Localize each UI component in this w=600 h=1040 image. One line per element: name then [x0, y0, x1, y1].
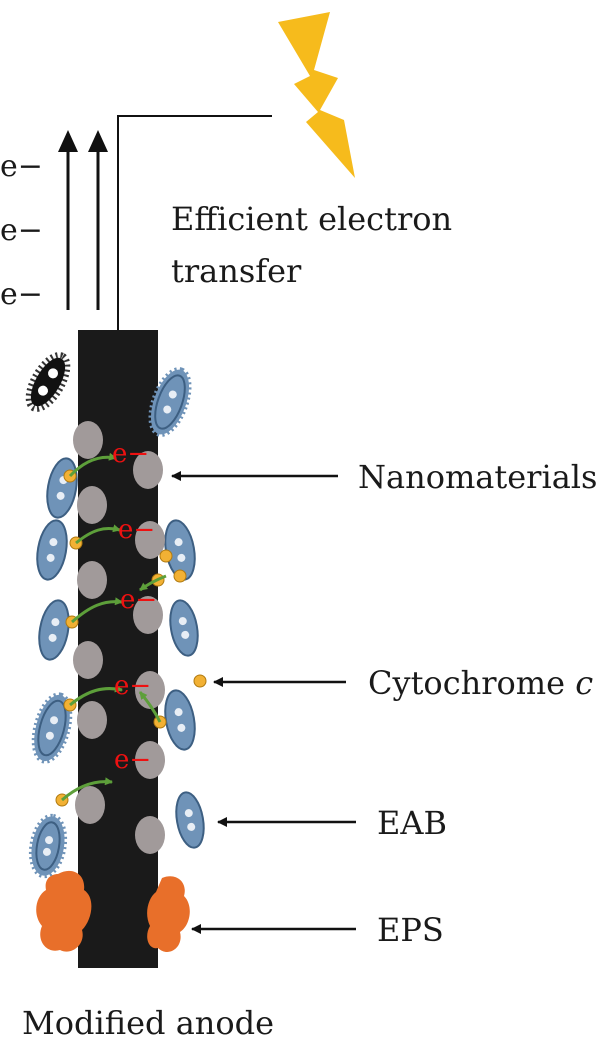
electron-label-2: e−	[0, 213, 43, 248]
nanoparticle-icon	[77, 561, 107, 599]
nanoparticles	[73, 421, 165, 854]
cytochrome-icon	[173, 569, 187, 583]
label-eab: EAB	[377, 804, 447, 842]
surface-electron: e−	[114, 745, 151, 775]
electron-label-1: e−	[0, 149, 43, 184]
bacteria-layer	[25, 352, 205, 879]
cytochrome-icon	[159, 549, 173, 563]
bacterium-icon	[169, 599, 199, 657]
label-cytochrome: Cytochrome c	[368, 664, 593, 702]
bacterium-icon	[28, 813, 68, 879]
electron-flow-arrows	[58, 130, 108, 310]
eps-icon	[36, 870, 190, 953]
label-pointers	[171, 471, 356, 934]
surface-electron: e−	[118, 515, 155, 545]
nanoparticle-icon	[77, 701, 107, 739]
nanoparticle-icon	[77, 486, 107, 524]
electron-label-3: e−	[0, 277, 43, 312]
nanoparticle-icon	[73, 641, 103, 679]
nanoparticle-icon	[135, 521, 165, 559]
nanoparticle-icon	[75, 786, 105, 824]
surface-electron: e−	[112, 439, 149, 469]
caption-modified-anode: Modified anode	[22, 1004, 274, 1040]
bacterium-icon	[175, 791, 205, 849]
surface-electrons: e− e− e− e− e−	[112, 439, 157, 775]
label-nanomaterials: Nanomaterials	[358, 458, 597, 496]
bacterium-icon	[36, 519, 68, 581]
lightning-icon	[278, 12, 355, 178]
nanoparticle-icon	[135, 741, 165, 779]
bacterium-icon	[38, 599, 70, 661]
nanoparticle-icon	[133, 451, 163, 489]
transfer-arrows	[61, 452, 167, 802]
bacterium-icon	[31, 692, 73, 764]
nanoparticle-icon	[133, 596, 163, 634]
bacterium-icon	[164, 689, 196, 751]
external-circuit-wire	[117, 115, 272, 332]
label-cytochrome-text: Cytochrome	[368, 664, 575, 702]
efficient-transfer-line1: Efficient electron	[171, 200, 452, 238]
nanoparticle-icon	[135, 816, 165, 854]
bacterium-icon	[25, 352, 71, 412]
nanoparticle-icon	[73, 421, 103, 459]
surface-electron: e−	[114, 671, 151, 701]
label-eps: EPS	[377, 911, 444, 949]
efficient-transfer-line2: transfer	[171, 252, 302, 290]
surface-electron: e−	[120, 585, 157, 615]
bacterium-icon	[46, 457, 78, 519]
bacterium-icon	[148, 367, 192, 437]
cytochrome-icon	[193, 674, 207, 688]
label-cytochrome-italic: c	[575, 664, 593, 702]
